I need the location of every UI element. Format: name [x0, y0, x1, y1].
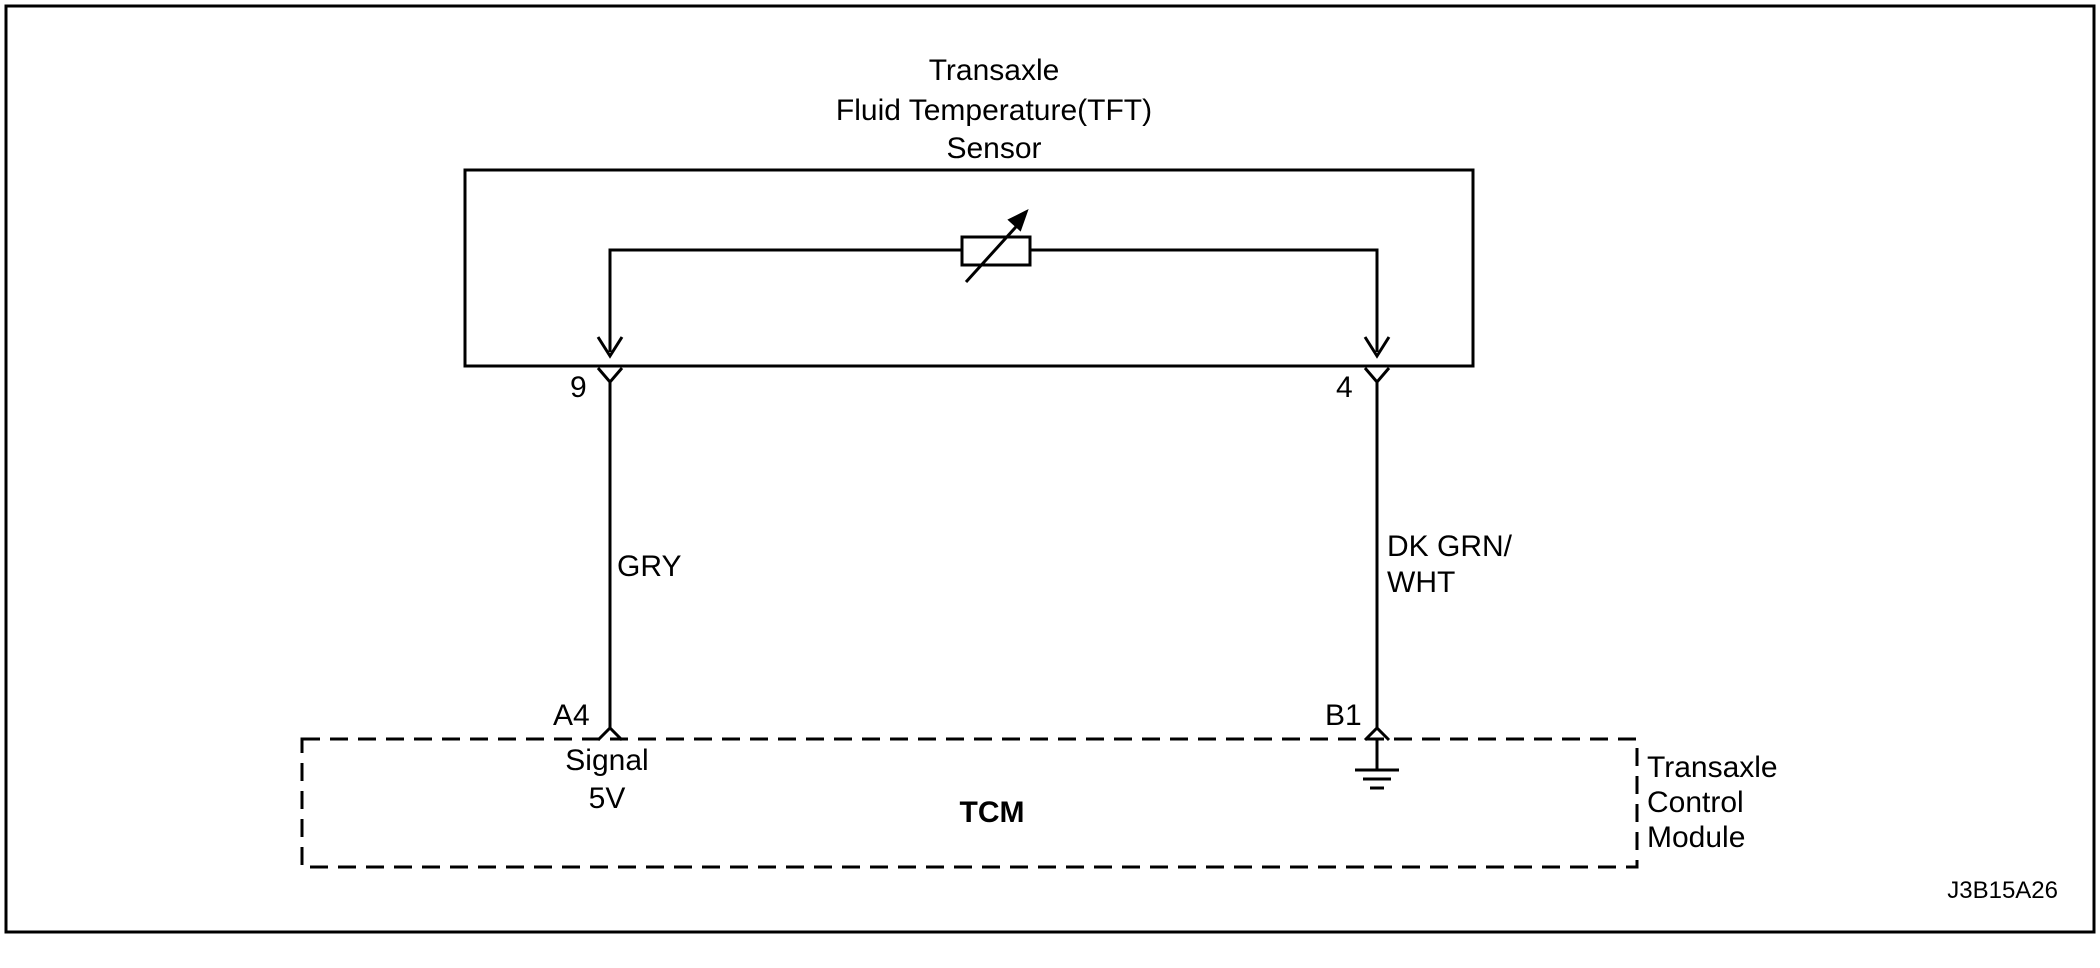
variable-resistor-icon	[960, 208, 1032, 284]
tcm-box	[300, 737, 1639, 869]
wire-color-dk-grn: DK GRN/	[1387, 530, 1513, 563]
connector-terminal-icon	[596, 725, 1391, 742]
sensor-title-line1: Transaxle	[929, 54, 1060, 87]
tcm-name-line1: Transaxle	[1647, 751, 1778, 784]
signal-voltage-label: 5V	[589, 782, 626, 815]
sensor-box	[463, 168, 1475, 368]
pin-label-a4: A4	[553, 699, 590, 732]
pin-label-b1: B1	[1325, 699, 1362, 732]
tcm-name-line2: Control	[1647, 786, 1744, 819]
figure-code: J3B15A26	[1947, 877, 2058, 904]
signal-label: Signal	[565, 744, 648, 777]
pin-label-4: 4	[1336, 371, 1353, 404]
tcm-name-line3: Module	[1647, 821, 1745, 854]
diagram-border	[4, 4, 2096, 934]
tcm-box-label: TCM	[960, 796, 1025, 829]
wire-color-gry: GRY	[617, 550, 681, 583]
connector-terminal-icon	[596, 367, 1391, 385]
sensor-title-line3: Sensor	[946, 132, 1041, 165]
pin-label-9: 9	[570, 371, 587, 404]
ground-icon	[1355, 740, 1399, 790]
wire-color-wht: WHT	[1387, 566, 1455, 599]
sensor-internal-circuit	[596, 248, 1391, 359]
sensor-title-line2: Fluid Temperature(TFT)	[836, 94, 1152, 127]
